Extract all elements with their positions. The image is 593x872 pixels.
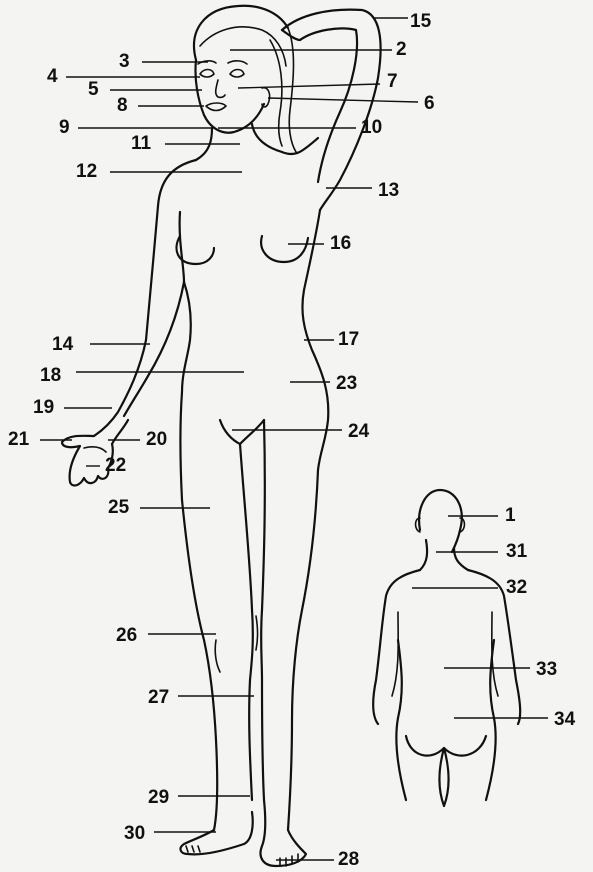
- label-5: 5: [88, 79, 99, 100]
- label-28: 28: [338, 849, 359, 870]
- back-figure: [373, 490, 520, 806]
- front-hair-side: [270, 40, 282, 146]
- label-12: 12: [76, 161, 97, 182]
- back-cleft: [440, 748, 449, 806]
- label-25: 25: [108, 497, 130, 518]
- label-32: 32: [506, 577, 527, 598]
- back-left-side: [373, 570, 420, 724]
- front-torso-left: [181, 282, 191, 500]
- label-10: 10: [361, 117, 382, 138]
- label-26: 26: [116, 625, 137, 646]
- front-left-toes: [186, 846, 200, 852]
- label-24: 24: [348, 421, 370, 442]
- label-15: 15: [410, 11, 432, 32]
- front-hair-back: [288, 28, 296, 152]
- label-17: 17: [338, 329, 359, 350]
- back-ears: [416, 518, 465, 532]
- label-13: 13: [378, 180, 399, 201]
- label-2: 2: [396, 39, 407, 60]
- label-1: 1: [505, 505, 516, 526]
- front-mouth: [206, 103, 226, 111]
- front-raised-arm-inner: [300, 28, 357, 182]
- front-face-outline: [195, 60, 264, 133]
- label-21: 21: [8, 429, 30, 450]
- back-torso-right: [486, 640, 496, 800]
- front-left-palm: [84, 447, 106, 452]
- front-figure: [62, 6, 381, 866]
- front-right-shoulder: [282, 138, 318, 154]
- label-14: 14: [52, 334, 74, 355]
- label-6: 6: [424, 93, 435, 114]
- label-23: 23: [336, 373, 357, 394]
- label-27: 27: [148, 687, 169, 708]
- front-groin: [220, 420, 264, 444]
- leader-7: [238, 84, 380, 88]
- front-breast-right: [261, 236, 308, 262]
- front-hair-outline: [194, 6, 288, 60]
- label-22: 22: [105, 455, 126, 476]
- label-16: 16: [330, 233, 351, 254]
- label-34: 34: [554, 709, 576, 730]
- front-eye-left: [200, 70, 214, 78]
- label-29: 29: [148, 787, 169, 808]
- label-8: 8: [117, 95, 128, 116]
- front-nose: [216, 80, 225, 97]
- label-20: 20: [146, 429, 167, 450]
- front-left-leg-inner: [240, 444, 253, 800]
- back-neck: [420, 540, 468, 570]
- label-4: 4: [47, 66, 58, 87]
- label-33: 33: [536, 659, 557, 680]
- label-11: 11: [131, 133, 152, 154]
- label-30: 30: [124, 823, 145, 844]
- label-7: 7: [387, 71, 398, 92]
- label-31: 31: [506, 541, 528, 562]
- front-right-leg-outer: [288, 470, 318, 830]
- label-3: 3: [119, 51, 130, 72]
- front-right-leg-inner: [261, 420, 265, 846]
- label-19: 19: [33, 397, 54, 418]
- front-eye-right: [230, 70, 244, 78]
- back-left-arm-inner: [392, 612, 398, 696]
- label-9: 9: [59, 117, 70, 138]
- front-left-leg-outer: [182, 500, 217, 830]
- label-18: 18: [40, 365, 61, 386]
